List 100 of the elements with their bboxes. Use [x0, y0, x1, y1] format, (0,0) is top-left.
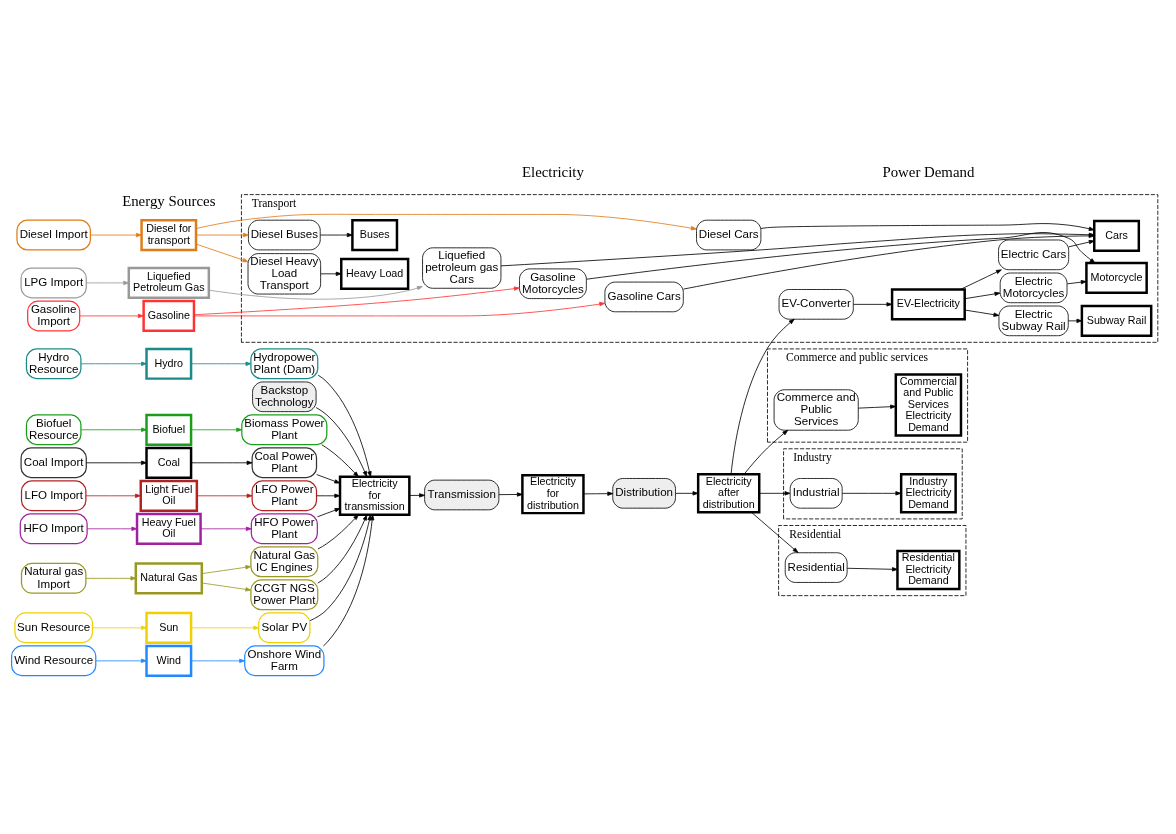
label: Power Demand: [882, 163, 975, 180]
node-box: Electric Subway Rail: [998, 305, 1069, 337]
arrow: [959, 269, 1002, 290]
node-box: Onshore Wind Farm: [244, 645, 325, 677]
arrow: [193, 301, 606, 317]
node-box: HFO Power Plant: [250, 513, 318, 545]
node-box: Biomass Power Plant: [241, 414, 328, 446]
arrow: [323, 514, 375, 647]
node-box: Gasoline Motorcycles: [519, 268, 587, 299]
node-box: Hydro Resource: [25, 348, 82, 380]
arrow: [201, 565, 252, 575]
arrow: [90, 232, 142, 238]
arrow: [853, 302, 893, 307]
label: Electricity: [522, 163, 584, 180]
node-box: LFO Power Plant: [251, 480, 318, 512]
arrow: [92, 625, 147, 630]
node-box: Diesel Cars: [696, 219, 762, 251]
node-box: Electricity for distribution: [521, 473, 585, 515]
arrow: [85, 576, 137, 581]
node-box: Sun: [145, 611, 193, 644]
node-box: Light Fuel Oil: [139, 479, 199, 512]
node-box: Distribution: [612, 478, 676, 509]
node-box: Biofuel: [145, 413, 193, 446]
node-box: Buses: [351, 218, 399, 252]
arrow: [730, 318, 795, 475]
arrow: [315, 407, 368, 477]
arrow: [320, 232, 353, 238]
arrow: [80, 427, 147, 432]
arrow: [86, 280, 130, 286]
arrow: [583, 491, 614, 496]
arrow: [675, 491, 699, 496]
node-box: Gasoline Cars: [604, 281, 684, 313]
node-box: Diesel Buses: [248, 219, 321, 251]
node-box: CCGT NGS Power Plant: [250, 579, 319, 611]
arrow: [846, 567, 898, 572]
arrow: [964, 291, 1001, 300]
node-box: Electric Cars: [998, 239, 1070, 271]
arrow: [317, 374, 372, 478]
node-box: Wind: [145, 644, 193, 677]
node-box: Residential: [784, 552, 848, 583]
node-box: Liquefied petroleum gas Cars: [422, 247, 502, 289]
arrow: [317, 514, 359, 550]
arrow: [841, 491, 902, 496]
arrow: [316, 493, 341, 498]
node-box: Diesel Heavy Load Transport: [247, 253, 322, 295]
node-box: Transmission: [424, 479, 500, 511]
arrow: [86, 526, 138, 531]
node-box: Wind Resource: [11, 645, 97, 677]
arrow: [317, 514, 368, 584]
node-box: Industrial: [789, 478, 843, 509]
label: Energy Sources: [122, 192, 216, 209]
arrow: [195, 232, 249, 238]
node-box: Commerce and Public Services: [773, 389, 859, 431]
arrow: [320, 271, 342, 276]
arrow: [95, 658, 147, 663]
arrow: [208, 286, 423, 300]
node-box: LFO Import: [20, 480, 87, 512]
node-box: Biofuel Resource: [25, 414, 82, 446]
arrow: [190, 625, 260, 630]
node-box: Heavy Fuel Oil: [135, 512, 202, 545]
node-box: Backstop Technology: [252, 381, 317, 413]
arrow: [1066, 280, 1087, 285]
node-box: Diesel for transport: [140, 218, 198, 252]
node-box: Gasoline Import: [27, 300, 81, 332]
arrow: [200, 526, 252, 531]
arrow: [1068, 318, 1083, 323]
node-box: Natural gas Import: [20, 562, 87, 594]
node-box: Commercial and Public Services Electricity Demand: [894, 373, 963, 437]
node-box: Industry Electricity Demand: [899, 473, 957, 514]
node-box: Subway Rail: [1080, 304, 1153, 337]
arrow: [758, 491, 791, 496]
node-box: Electric Motorcycles: [999, 272, 1068, 304]
arrow: [190, 361, 252, 366]
arrow: [190, 460, 253, 465]
arrow: [193, 286, 520, 316]
arrow: [190, 658, 245, 663]
node-box: Sun Resource: [14, 612, 94, 644]
arrow: [498, 492, 523, 497]
arrow: [1068, 239, 1095, 248]
node-box: Hydro: [145, 347, 193, 380]
node-box: Cars: [1093, 219, 1141, 252]
node-box: LPG Import: [20, 267, 87, 299]
arrow: [751, 512, 799, 553]
node-box: Residential Electricity Demand: [896, 549, 961, 591]
node-box: HFO Import: [19, 513, 88, 545]
arrow: [858, 404, 896, 409]
node-box: Gasoline: [142, 299, 196, 332]
arrow: [190, 427, 242, 432]
node-box: EV-Converter: [778, 289, 854, 320]
node-box: Coal: [145, 446, 193, 479]
node-box: Hydropower Plant (Dam): [250, 348, 319, 380]
node-box: Electricity for transmission: [338, 475, 411, 517]
node-box: Coal Import: [20, 447, 87, 479]
node-box: Electricity after distribution: [696, 473, 761, 514]
arrow: [317, 508, 341, 518]
arrow: [201, 582, 252, 592]
arrow: [79, 313, 144, 319]
node-box: Diesel Import: [16, 219, 92, 251]
node-box: Natural Gas: [134, 562, 204, 595]
arrow: [80, 361, 147, 366]
